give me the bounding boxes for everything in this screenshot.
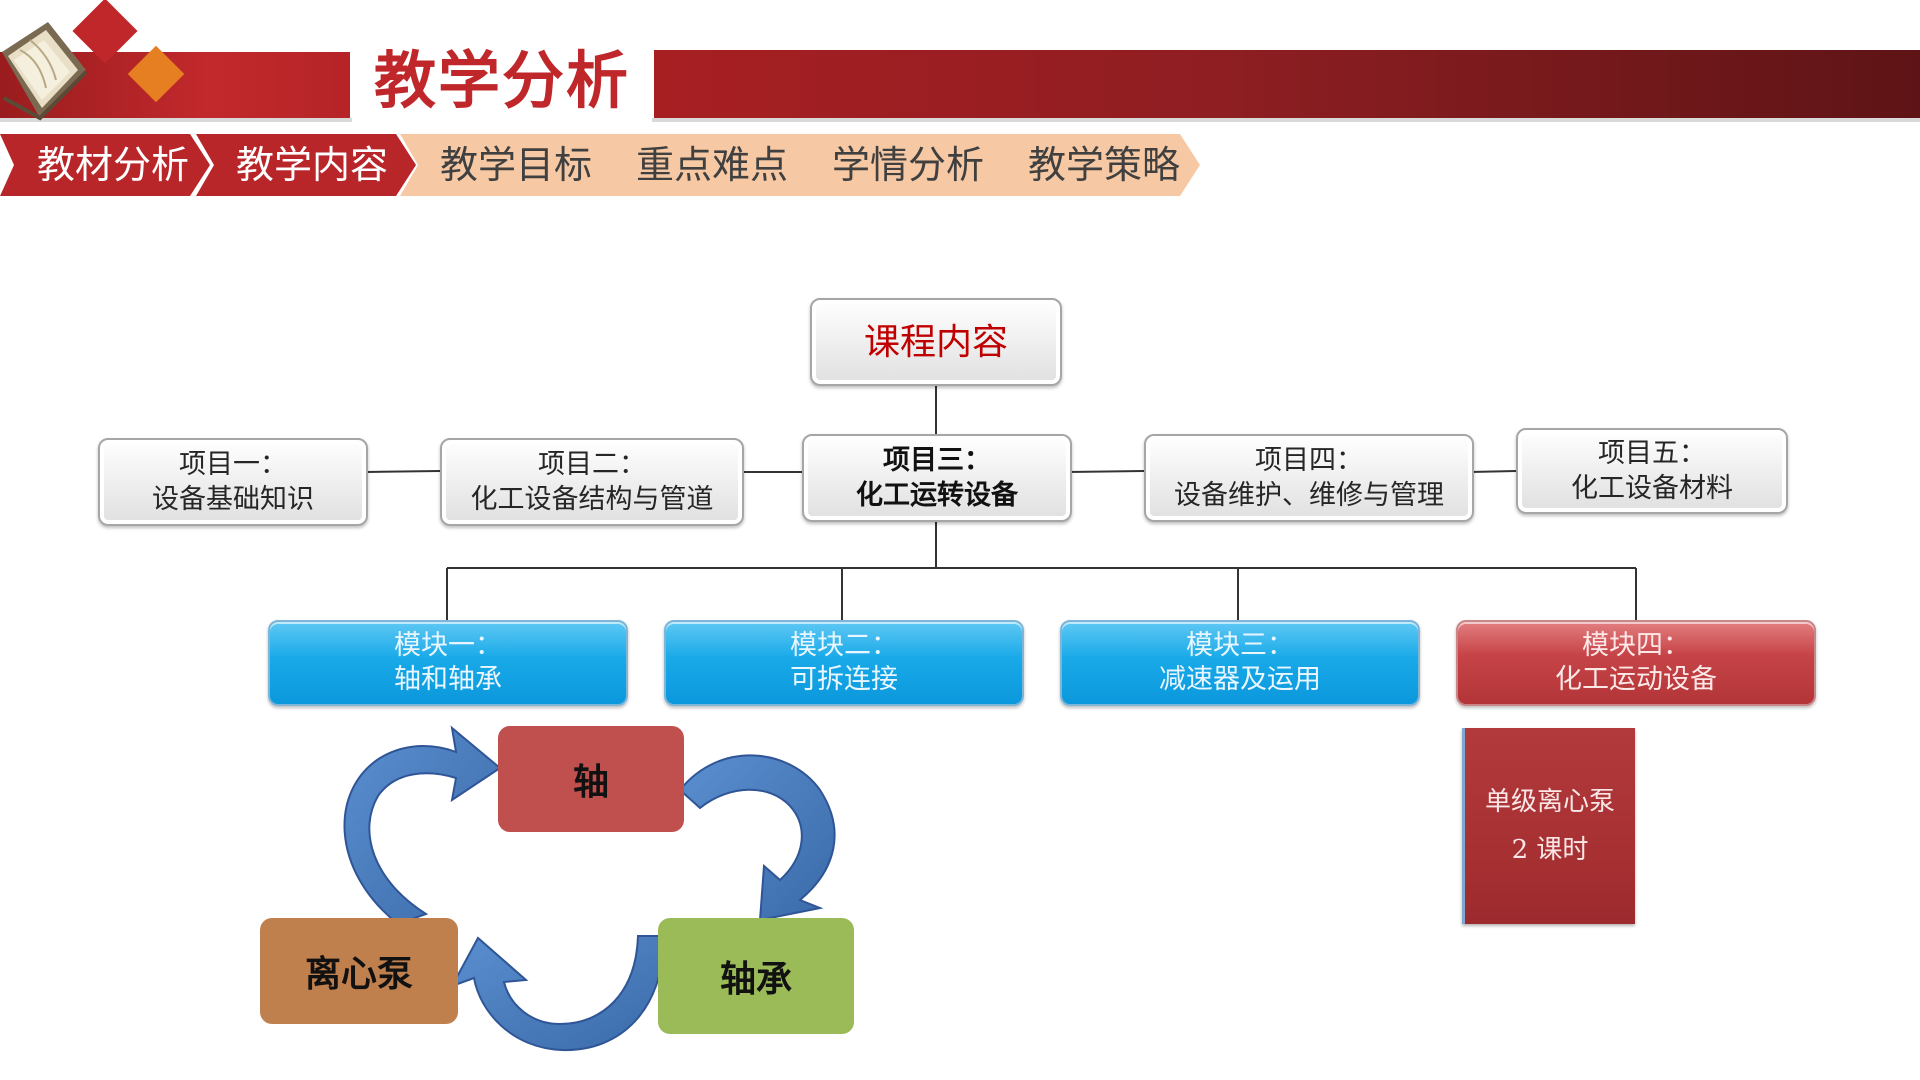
- cycle-node-pump: 离心泵: [260, 918, 458, 1024]
- tab-shape-2: [196, 134, 416, 196]
- arrow-bearing-to-pump-icon: [449, 935, 666, 1052]
- project-4-line2: 设备维护、维修与管理: [1174, 480, 1444, 511]
- header-band-right: [654, 50, 1920, 120]
- module-3-line1: 模块三：: [1186, 630, 1294, 661]
- project-1-line2: 设备基础知识: [152, 484, 314, 515]
- project-2-line1: 项目二：: [538, 449, 646, 480]
- project-3-line1: 项目三：: [883, 445, 991, 476]
- tab-jiaocai[interactable]: 教材分析: [36, 143, 189, 187]
- module-node-2: 模块二： 可拆连接: [664, 620, 1024, 706]
- project-5-line1: 项目五：: [1598, 438, 1706, 469]
- cycle-pump-label: 离心泵: [304, 954, 413, 995]
- tab-neirong[interactable]: 教学内容: [235, 143, 388, 187]
- detail-line1: 单级离心泵: [1484, 787, 1615, 817]
- root-node: 课程内容: [810, 298, 1062, 386]
- tab-shape-4: [598, 134, 816, 196]
- book-icon: [2, 22, 88, 121]
- arrow-shaft-to-bearing-icon: [678, 754, 836, 922]
- title-box: [352, 34, 652, 126]
- module-2-line2: 可拆连接: [790, 664, 898, 695]
- book-logo-icon: [2, 0, 185, 121]
- root-label: 课程内容: [863, 321, 1008, 363]
- module-3-line2: 减速器及运用: [1159, 664, 1321, 695]
- project-5-line2: 化工设备材料: [1571, 473, 1733, 504]
- cycle-bearing-label: 轴承: [719, 959, 792, 1000]
- tab-mubiao[interactable]: 教学目标: [439, 143, 592, 187]
- tab-celue[interactable]: 教学策略: [1027, 143, 1180, 187]
- project-3-line2: 化工运转设备: [856, 480, 1018, 511]
- module-1-line2: 轴和轴承: [394, 664, 502, 695]
- project-node-4: 项目四： 设备维护、维修与管理: [1144, 434, 1474, 522]
- project-4-line1: 项目四：: [1255, 445, 1363, 476]
- module-node-4: 模块四： 化工运动设备: [1456, 620, 1816, 706]
- detail-node-pump: 单级离心泵 2 课时: [1462, 728, 1635, 924]
- module-node-3: 模块三： 减速器及运用: [1060, 620, 1420, 706]
- module-4-line1: 模块四：: [1582, 630, 1690, 661]
- tab-shape-6: [990, 134, 1200, 196]
- project-1-line1: 项目一：: [179, 449, 287, 480]
- cycle-shaft-label: 轴: [572, 762, 609, 803]
- tab-zhongdian[interactable]: 重点难点: [635, 143, 788, 187]
- tab-shape-5: [794, 134, 1012, 196]
- module-node-1: 模块一： 轴和轴承: [268, 620, 628, 706]
- cycle-node-shaft: 轴: [498, 726, 684, 832]
- project-node-2: 项目二： 化工设备结构与管道: [440, 438, 744, 526]
- header-divider: [0, 118, 1920, 122]
- orange-diamond-icon: [127, 45, 185, 103]
- tab-shape-1: [0, 134, 210, 196]
- module-2-line1: 模块二：: [790, 630, 898, 661]
- page-title: 教学分析: [373, 44, 630, 117]
- arrow-pump-to-shaft-icon: [343, 725, 502, 926]
- detail-line2: 2 课时: [1511, 835, 1589, 865]
- tab-xueqing[interactable]: 学情分析: [831, 143, 984, 187]
- tab-shapes: [0, 134, 1200, 196]
- cycle-node-bearing: 轴承: [658, 918, 854, 1034]
- project-node-1: 项目一： 设备基础知识: [98, 438, 368, 526]
- project-2-line2: 化工设备结构与管道: [470, 484, 714, 515]
- project-node-3: 项目三： 化工运转设备: [802, 434, 1072, 522]
- module-4-line2: 化工运动设备: [1555, 664, 1717, 695]
- project-node-5: 项目五： 化工设备材料: [1516, 428, 1788, 514]
- module-1-line1: 模块一：: [394, 630, 502, 661]
- tab-shape-3: [400, 134, 620, 196]
